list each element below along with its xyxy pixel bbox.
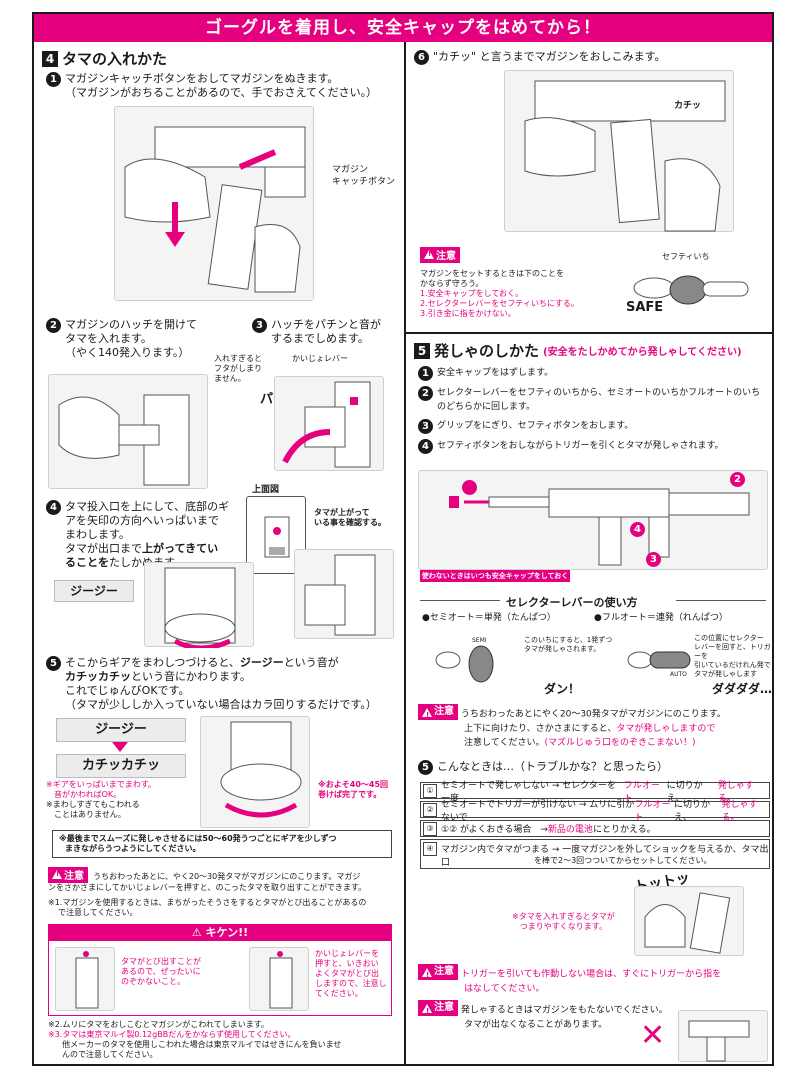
step-1-line-1: マガジンキャッチボタンをおしてマガジンをぬきます。 [65,72,339,85]
peek-danger-illustration [55,947,115,1011]
full-auto-label: ●フルオート＝連発（れんぱつ） [594,613,728,623]
dan-sound: ダン！ [544,682,581,696]
danger-text-a: タマがとび出すことが あるので、ぜったいに のぞかないこと。 [121,957,201,986]
overfill-note: 入れすぎると フタがしまり ません。 [214,354,262,383]
warning-icon [424,250,434,259]
warning-icon [422,1003,432,1018]
auto-selector-diagram [620,630,700,690]
top-view-label: 上面図 [252,485,280,495]
gear-note: ※ギアをいっぱいまでまわす。 音がかわればOK。 ※まわしすぎてもこわれる こと… [46,780,156,819]
safety-cap-note: 使わないときはいつも安全キャップをしておく [420,570,570,582]
step-5: 5 そこからギアをまわしつづけると、ジージーという音が カチッカチッという音にか… [46,656,396,712]
caution-badge-6: 注意 [420,246,460,263]
step-1-number: 1 [46,72,61,87]
lever-danger-illustration [249,947,309,1011]
semi-note: このいちにすると、1発ずつ タマが発しゃされます。 [524,636,613,653]
down-arrow-icon [112,742,128,752]
section-4-caution: 注意 うちおわったあとに、やく20～30発タマがマガジンにのこります。マガジ ン… [48,864,398,893]
hatch-close-illustration [274,376,384,471]
danger-text-b: かいじょレバーを 押すと、いきおい よくタマがとび出 しますので、注意し てくだ… [315,949,387,998]
jam-note: ※タマを入れすぎるとタマが つまりやすくなります。 [512,912,615,931]
jiji-sound-label-2: ジージー [56,718,186,742]
trouble-heading: 5 こんなときは…（トラブルかな？と思ったら） [418,760,770,775]
caution-badge-5: 注意 [418,704,458,722]
jiji-sound-label: ジージー [54,580,134,602]
rewind-note-box: ※最後までスムーズに発しゃさせるには50～60発うつごとにギアを少しずつ まきな… [52,830,392,858]
selector-rule-right [676,600,766,601]
callout-2: 2 [730,472,745,487]
callout-3: 3 [646,552,661,567]
safety-selector-diagram [628,266,758,318]
footnote-1: ※1.マガジンを使用するときは、まちがったそうさをするとタマがとび出ることがある… [48,898,367,917]
gear-turn-illustration [200,716,310,828]
semi-mark: SEMI [472,637,487,644]
magazine-release-illustration [114,106,314,301]
release-lever-label: かいじょレバー [292,354,348,363]
section-4-heading: 4 タマの入れかた [42,48,167,69]
callout-4: 4 [630,522,645,537]
warning-icon [422,707,432,722]
step-1-line-2: （マガジンがおちることがあるので、手でおさえてください。） [65,86,378,99]
magazine-top-illustration [294,549,394,639]
section-divider [406,332,772,334]
danger-box: ⚠ キケン!! タマがとび出すことが あるので、ぜったいに のぞかないこと。 か… [48,924,392,1016]
magazine-insert-illustration [504,70,734,232]
semi-auto-label: ●セミオート＝単発（たんぱつ） [422,613,556,623]
top-view-diagram [246,496,306,574]
magazine-tap-illustration [634,886,744,956]
trigger-caution: 注意 トリガーを引いても作動しない場合は、すぐにトリガーから指を はなしてくださ… [418,964,770,996]
warning-icon [52,870,62,879]
footnotes-2-3: ※2.ムリにタマをおしこむとマガジンがこわれてしまいます。 ※3.タマは東京マル… [48,1020,342,1059]
safety-position-label: セフティいち [662,252,710,261]
caution-badge: 注意 [48,866,88,883]
safe-mark: SAFE [626,300,664,315]
auto-mark: AUTO [670,671,687,678]
semi-selector-diagram [426,630,526,696]
selector-rule-left [420,600,500,601]
selector-title: セレクターレバーの使い方 [506,596,638,609]
section-6-caution: 注意 マガジンをセットするときは下のことを かならず守ろう。 1.安全キャップを… [420,244,760,319]
step-4: 4 タマ投入口を上にして、底部のギ アを矢印の方向へいっぱいまで まわします。 … [46,500,246,570]
section-4-number: 4 [42,50,58,67]
step-6: 6 "カチッ" と言うまでマガジンをおしこみます。 [414,50,764,65]
magazine-hold-caution: 注意 発しゃするときはマガジンをもたないでください。 タマが出なくなることがあり… [418,1000,770,1032]
section-5-caution: 注意 うちおわったあとにやく20～30発タマがマガジンにのこります。 上下に向け… [418,704,770,750]
rifle-lower-drawing [124,126,306,293]
warning-icon [422,967,432,982]
catch-button-label: マガジン キャッチボタン [332,165,396,187]
step-1: 1 マガジンキャッチボタンをおしてマガジンをぬきます。 （マガジンがおちることが… [46,72,396,100]
step-2: 2 マガジンのハッチを開けて タマを入れます。 （やく140発入ります。） [46,318,246,360]
danger-header: ⚠ キケン!! [49,925,391,941]
kachi-label: カチッ [674,101,702,111]
column-divider [404,42,406,1064]
section-4-title: タマの入れかた [62,50,168,68]
prohibited-x-icon: ✕ [640,1018,666,1053]
turn-count-note: ※およそ40～45回 巻けば完了です。 [318,780,389,799]
kachi-sound-label: カチッカチッ [56,754,186,778]
step-3: 3 ハッチをパチンと音が するまでしめます。 [252,318,402,346]
safety-banner: ゴーグルを着用し、安全キャップをはめてから！ [34,14,772,42]
dadada-sound: ダダダダ… [712,682,773,696]
section-5-heading: 5 発しゃのしかた (安全をたしかめてから発しゃしてください) [414,340,770,361]
loading-illustration [48,374,208,489]
no-magazine-hold-illustration [678,1010,768,1062]
trouble-4-line-2: を棒で2～3回つついてからセットしてください。 [534,856,712,865]
top-view-note: タマが上がって いる事を確認する。 [314,508,386,527]
manual-frame: ゴーグルを着用し、安全キャップをはめてから！ 4 タマの入れかた 1 マガジンキ… [32,12,774,1066]
gear-wind-illustration [144,562,254,648]
full-auto-note: この位置にセレクター レバーを回すと、トリガーを 引いているだけれん発で タマが… [694,634,771,678]
callout-1: 1 [462,480,477,495]
